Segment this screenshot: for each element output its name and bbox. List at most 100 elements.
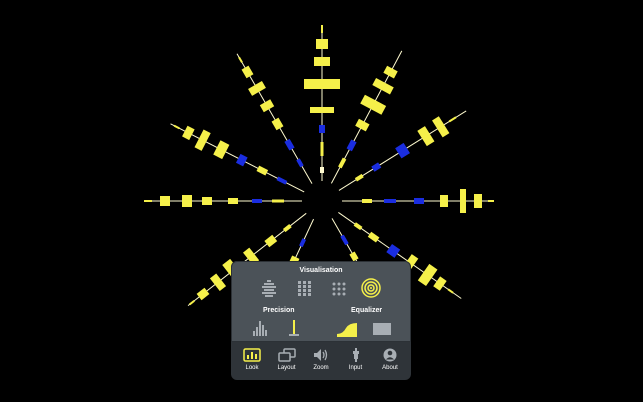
tab-bar: Look Layout Zoom Input About — [231, 342, 411, 380]
spectrum-bar-segment — [346, 139, 357, 152]
spectrum-spoke — [353, 222, 454, 294]
tab-about[interactable]: About — [373, 342, 407, 380]
visualisation-heading: Visualisation — [299, 267, 343, 274]
spectrum-bar-segment — [383, 65, 398, 79]
spectrum-bar-segment — [271, 117, 284, 131]
spectrum-bar-segment — [314, 57, 330, 66]
spectrum-bar-segment — [202, 197, 212, 205]
tab-about-label: About — [382, 365, 398, 371]
spectrum-bar-segment — [296, 158, 304, 168]
spectrum-bar-segment — [228, 198, 238, 204]
dot-grid-large-icon — [298, 281, 311, 296]
spectrum-spoke — [338, 65, 398, 169]
bar-stack-icon — [262, 280, 276, 297]
flat-block-icon — [373, 323, 391, 335]
tab-input-label: Input — [348, 365, 363, 371]
spectrum-bar-segment — [448, 116, 457, 123]
spectrum-bar-segment — [144, 200, 152, 202]
spectrum-bar-segment — [440, 195, 448, 207]
spectrum-bar-segment — [386, 243, 401, 258]
spectrum-bar-segment — [371, 162, 382, 172]
spectrum-bar-segment — [340, 234, 349, 246]
spectrum-bar-segment — [360, 94, 387, 115]
spectrum-bar-segment — [372, 77, 394, 95]
spectrum-bar-segment — [264, 234, 278, 248]
spectrum-spoke — [304, 25, 340, 173]
tab-layout[interactable]: Layout — [270, 342, 304, 380]
spectrum-bar-segment — [235, 153, 248, 167]
spectrum-bar-segment — [417, 263, 438, 287]
spectrum-bar-segment — [395, 142, 410, 159]
tab-layout-label: Layout — [277, 365, 296, 371]
settings-panel: Visualisation — [231, 261, 411, 342]
spectrum-bar-segment — [282, 224, 292, 233]
spectrum-bar-segment — [320, 167, 324, 173]
spectrum-bar-segment — [299, 238, 307, 248]
spectrum-bar-segment — [316, 39, 328, 49]
speaker-icon — [314, 349, 328, 361]
spectrum-bar-segment — [319, 125, 325, 133]
visualisation-option-dots-large[interactable] — [293, 278, 317, 300]
spectrum-bar-segment — [432, 116, 450, 138]
spectrum-bar-segment — [173, 124, 180, 130]
spectrum-spoke — [362, 189, 494, 213]
spectrum-bar-segment — [414, 198, 424, 204]
tab-zoom-label: Zoom — [313, 365, 329, 371]
spectrum-bar-segment — [488, 200, 494, 202]
spectrum-bar-segment — [320, 142, 324, 156]
spectrum-bar-segment — [367, 231, 380, 243]
spectrum-bar-segment — [182, 195, 192, 207]
spectrum-bar-segment — [304, 79, 340, 89]
spectrum-bar-segment — [276, 176, 288, 185]
visualisation-option-dots-small[interactable] — [327, 278, 351, 300]
tab-input[interactable]: Input — [339, 342, 373, 380]
overlapping-windows-icon — [277, 348, 296, 362]
tab-look[interactable]: Look — [235, 342, 269, 380]
spectrum-bar-segment — [338, 157, 347, 169]
spectrum-bar-segment — [213, 140, 230, 160]
visualisation-option-bars[interactable] — [257, 278, 281, 300]
spectrum-bar-segment — [252, 199, 262, 203]
spectrum-bar-segment — [248, 80, 266, 96]
spectrum-bar-segment — [243, 247, 260, 266]
spectrum-bar-segment — [188, 299, 195, 306]
spectrum-bar-segment — [447, 288, 454, 294]
concentric-circles-icon — [361, 278, 381, 298]
tab-zoom[interactable]: Zoom — [304, 342, 338, 380]
spectrum-bar-segment — [238, 56, 243, 63]
equalizer-option-curve[interactable] — [335, 318, 359, 340]
person-icon — [383, 348, 397, 362]
single-peak-icon — [289, 320, 299, 336]
spectrum-bar-segment — [384, 199, 396, 203]
spectrum-bar-segment — [241, 65, 254, 79]
spectrum-bar-segment — [460, 189, 466, 213]
bars-monitor-icon — [243, 348, 261, 362]
curve-ramp-icon — [337, 323, 357, 337]
tab-look-label: Look — [245, 365, 259, 371]
spectrum-spoke — [354, 116, 457, 182]
dot-grid-small-icon — [332, 282, 346, 296]
spectrum-bar-segment — [194, 129, 211, 151]
spectrum-bar-segment — [310, 107, 334, 113]
spectrum-bar-segment — [196, 287, 210, 301]
audio-jack-icon — [352, 348, 359, 362]
spectrum-bar-segment — [209, 273, 227, 292]
spectrum-bar-segment — [256, 165, 269, 176]
precision-option-peak[interactable] — [282, 317, 306, 339]
visualisation-option-circles[interactable] — [359, 277, 383, 299]
spectrum-bar-segment — [474, 194, 482, 208]
spectrum-bar-segment — [259, 99, 275, 113]
spectrum-bar-segment — [433, 276, 447, 291]
precision-option-histogram[interactable] — [249, 317, 273, 339]
spectrum-bar-segment — [353, 222, 363, 231]
histogram-icon — [253, 321, 267, 336]
spectrum-bar-segment — [362, 199, 372, 203]
spectrum-bar-segment — [284, 138, 295, 151]
equalizer-option-flat[interactable] — [370, 318, 394, 340]
spectrum-bar-segment — [160, 196, 170, 206]
precision-heading: Precision — [263, 307, 295, 314]
spectrum-bar-segment — [417, 126, 435, 147]
spectrum-bar-segment — [355, 118, 370, 132]
spectrum-spoke — [238, 56, 304, 168]
